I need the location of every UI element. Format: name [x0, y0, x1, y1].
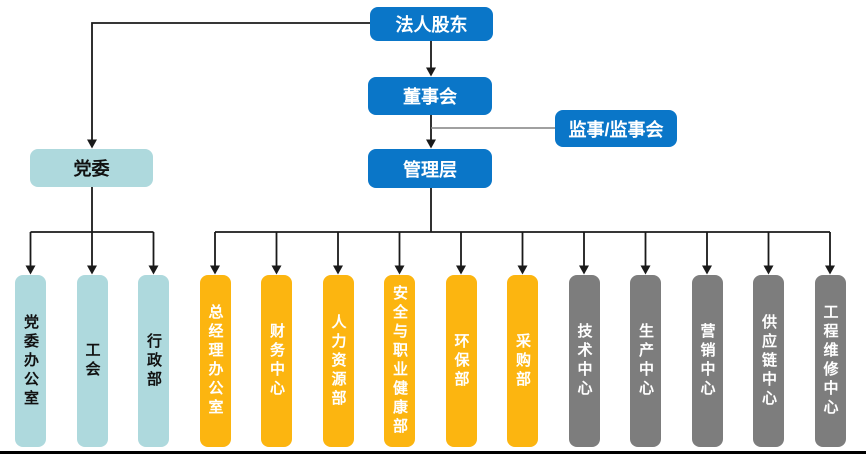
node-legal-shareholder-label: 法人股东: [395, 15, 468, 35]
node-party-committee-label: 党委: [73, 159, 110, 179]
dept-label: 党委办公室: [22, 313, 39, 409]
node-board-of-directors: 董事会: [368, 77, 492, 115]
dept-label: 营销中心: [698, 323, 716, 399]
node-party-committee: 党委: [30, 149, 153, 187]
dept-label: 安全与职业健康部: [391, 285, 408, 437]
node-supervisory-board: 监事/监事会: [555, 110, 677, 147]
dept-box: 采购部: [507, 275, 538, 447]
dept-label: 行政部: [145, 332, 162, 390]
node-management-layer-label: 管理层: [403, 159, 457, 180]
dept-label: 生产中心: [637, 323, 654, 399]
dept-label: 人力资源部: [329, 313, 347, 409]
dept-box: 安全与职业健康部: [384, 275, 415, 447]
dept-label: 技术中心: [575, 323, 593, 399]
dept-box: 行政部: [138, 275, 169, 447]
node-legal-shareholder: 法人股东: [370, 7, 493, 41]
dept-box: 供应链中心: [753, 275, 784, 447]
dept-label: 供应链中心: [760, 313, 777, 409]
dept-box: 总经理办公室: [199, 275, 231, 447]
dept-box: 技术中心: [568, 275, 600, 447]
dept-label: 财务中心: [268, 323, 285, 399]
node-supervisory-board-label: 监事/监事会: [568, 119, 664, 140]
department-arrows: [25, 232, 835, 275]
dept-label: 工程维修中心: [821, 304, 839, 418]
dept-box: 环保部: [445, 275, 477, 447]
dept-box: 财务中心: [261, 275, 292, 447]
dept-box: 工会: [76, 275, 108, 447]
dept-box: 营销中心: [691, 275, 723, 447]
dept-label: 采购部: [514, 332, 531, 390]
dept-box: 人力资源部: [322, 275, 354, 447]
node-board-of-directors-label: 董事会: [403, 87, 457, 107]
dept-label: 环保部: [452, 332, 470, 390]
dept-label: 总经理办公室: [206, 304, 224, 418]
edge-legal-party: [87, 22, 370, 149]
dept-label: 工会: [83, 342, 101, 380]
dept-box: 工程维修中心: [814, 275, 846, 447]
bottom-divider: [0, 451, 866, 454]
dept-box: 生产中心: [630, 275, 661, 447]
node-management-layer: 管理层: [368, 149, 492, 188]
dept-box: 党委办公室: [15, 275, 46, 447]
